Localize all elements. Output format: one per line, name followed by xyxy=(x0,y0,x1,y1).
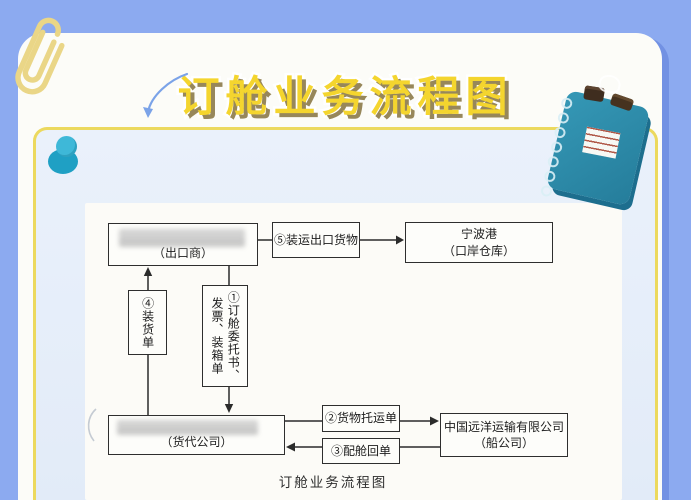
node-booking-docs-label: ①订舱委托书、发票、装箱单 xyxy=(210,290,241,382)
node-port-line1: 宁波港 xyxy=(460,227,497,242)
redacted-company-name xyxy=(117,420,258,435)
node-port-line2: （口岸仓库） xyxy=(442,243,515,258)
node-consignment-label: ②货物托运单 xyxy=(324,411,397,426)
node-shipment-label: ⑤装运出口货物 xyxy=(273,232,358,247)
paperclip-icon xyxy=(15,17,65,95)
node-loading-list-label: ④装货单 xyxy=(140,296,155,349)
node-loading-list: ④装货单 xyxy=(128,290,167,355)
node-port: 宁波港 （口岸仓库） xyxy=(405,222,553,263)
node-receipt-label: ③配舱回单 xyxy=(330,443,391,458)
node-carrier-line2: （船公司） xyxy=(473,436,534,450)
node-carrier-line1: 中国远洋运输有限公司 xyxy=(443,419,564,434)
redacted-company-name xyxy=(119,229,245,247)
node-carrier: 中国远洋运输有限公司 （船公司） xyxy=(440,413,568,457)
flowchart-caption: 订舱业务流程图 xyxy=(278,475,388,490)
curved-arrow-icon xyxy=(143,72,189,118)
node-exporter: （出口商） xyxy=(108,223,258,266)
node-consignment: ②货物托运单 xyxy=(322,405,400,432)
node-forwarder-label: （货代公司） xyxy=(160,434,233,449)
node-forwarder: （货代公司） xyxy=(108,415,285,455)
node-exporter-label: （出口商） xyxy=(152,245,213,260)
pushpin-icon xyxy=(56,136,77,157)
page-title: 订舱业务流程图 xyxy=(175,70,514,124)
node-receipt: ③配舱回单 xyxy=(322,438,400,464)
node-shipment: ⑤装运出口货物 xyxy=(272,222,360,258)
node-booking-docs: ①订舱委托书、发票、装箱单 xyxy=(202,285,248,387)
